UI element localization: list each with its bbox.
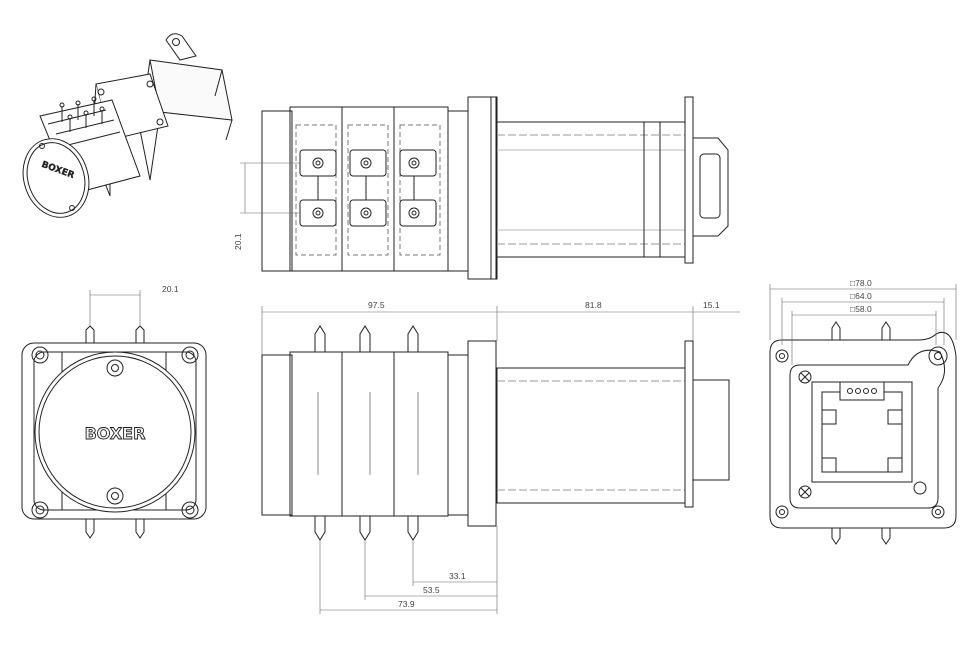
- dim-shaft-length: 15.1: [703, 300, 720, 310]
- dim-flange-inner: □58.0: [850, 304, 872, 314]
- dim-head-length: 97.5: [368, 300, 385, 310]
- rear-view: [769, 284, 957, 545]
- isometric-view: BOXER: [22, 33, 233, 218]
- top-view: [240, 96, 729, 280]
- dim-flange-mid: □64.0: [850, 291, 872, 301]
- dim-port-pos-1: 33.1: [449, 571, 466, 581]
- dim-front-port-spacing: 20.1: [162, 284, 179, 294]
- side-view: [261, 306, 740, 614]
- dim-port-pos-3: 73.9: [398, 599, 415, 609]
- dim-top-port-spacing: 20.1: [233, 233, 243, 250]
- front-view: [21, 290, 207, 539]
- dim-port-pos-2: 53.5: [423, 585, 440, 595]
- front-logo: BOXER: [85, 424, 146, 443]
- dim-flange-outer: □78.0: [850, 278, 872, 288]
- dim-motor-length: 81.8: [585, 300, 602, 310]
